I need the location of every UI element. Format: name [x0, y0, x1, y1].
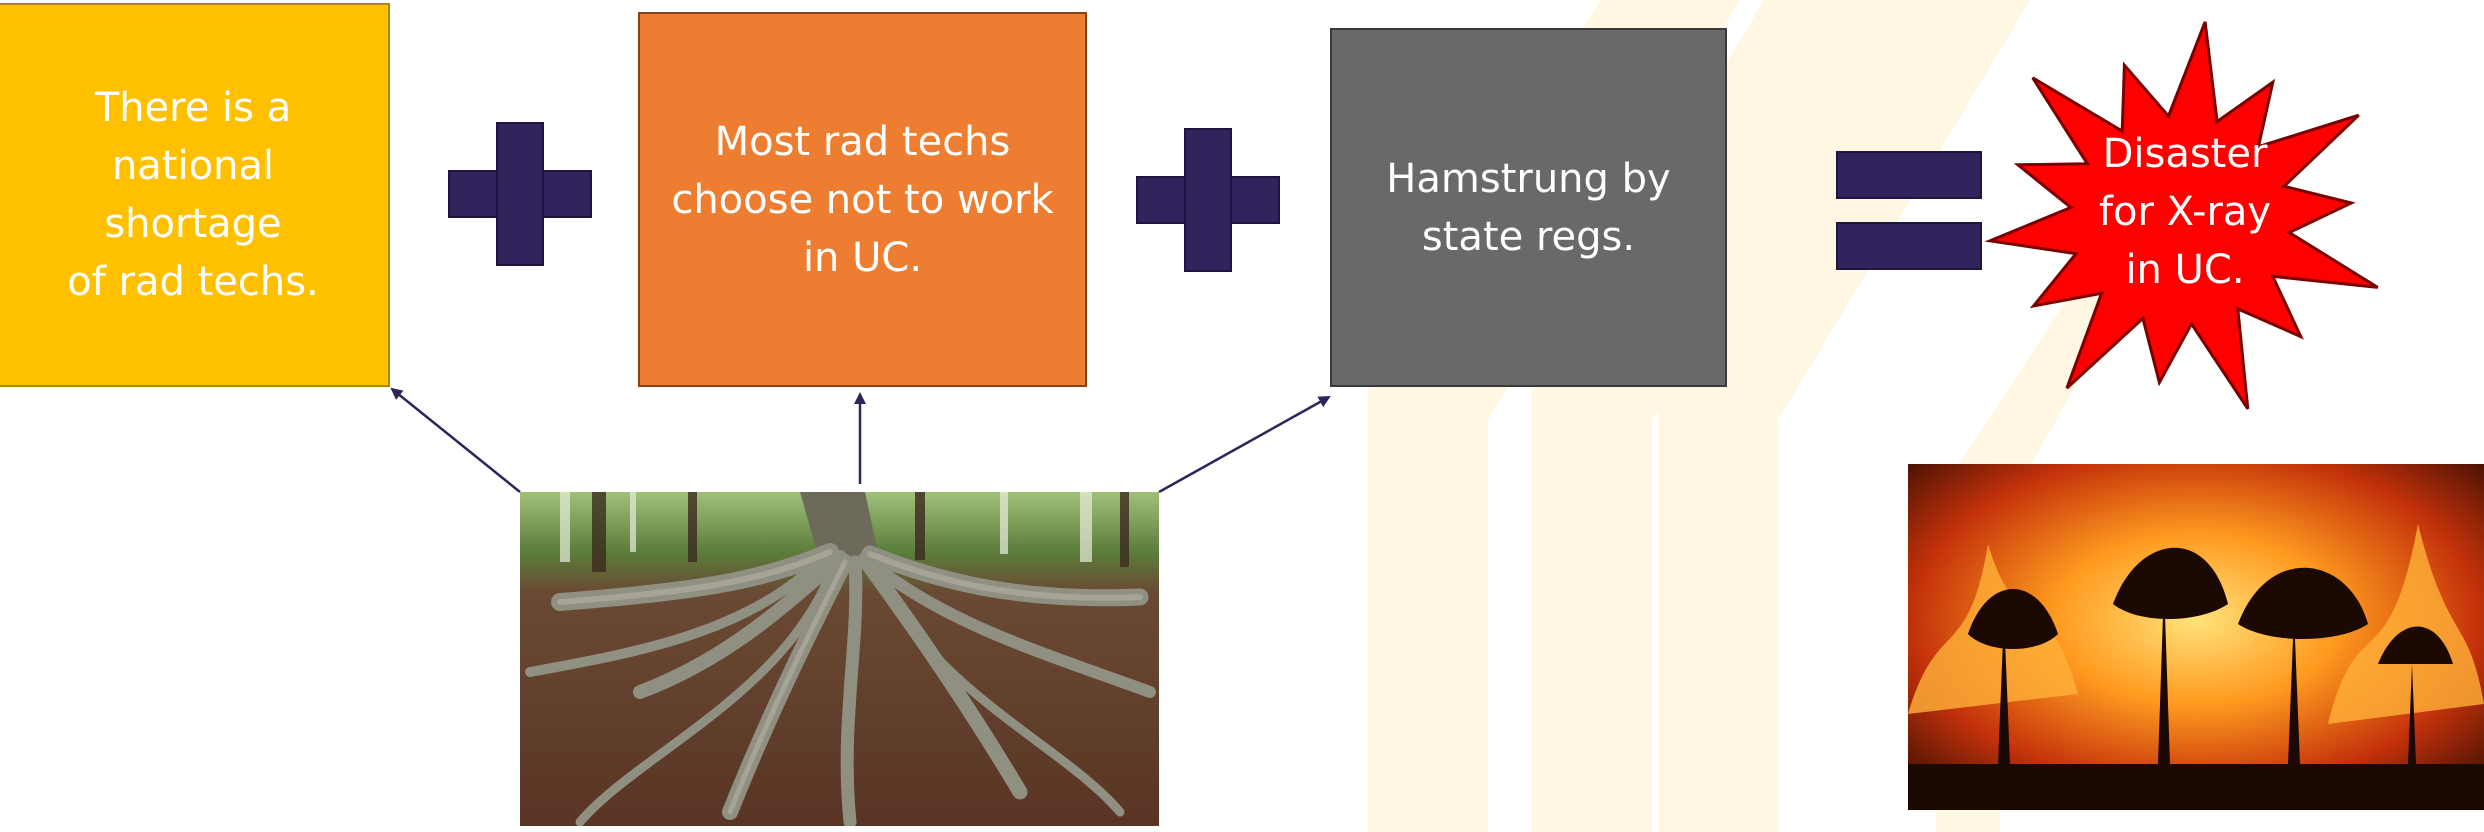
arrow-to-box-1	[390, 387, 521, 493]
cause-box-shortage: There is a national shortage of rad tech…	[0, 3, 390, 387]
cause-box-choice-text: Most rad techs choose not to work in UC.	[671, 118, 1054, 281]
result-text: Disaster for X-ray in UC.	[2098, 131, 2272, 293]
arrow-to-box-3	[1158, 395, 1331, 494]
plus-icon	[448, 122, 592, 266]
tree-roots-photo	[520, 492, 1159, 826]
equals-icon	[1836, 151, 1982, 270]
cause-box-regulations-text: Hamstrung by state regs.	[1386, 155, 1671, 260]
cause-box-shortage-text: There is a national shortage of rad tech…	[67, 85, 319, 305]
wildfire-photo	[1908, 464, 2484, 810]
cause-box-choice: Most rad techs choose not to work in UC.	[638, 12, 1087, 387]
cause-box-regulations: Hamstrung by state regs.	[1330, 28, 1727, 387]
plus-icon	[1136, 128, 1280, 272]
